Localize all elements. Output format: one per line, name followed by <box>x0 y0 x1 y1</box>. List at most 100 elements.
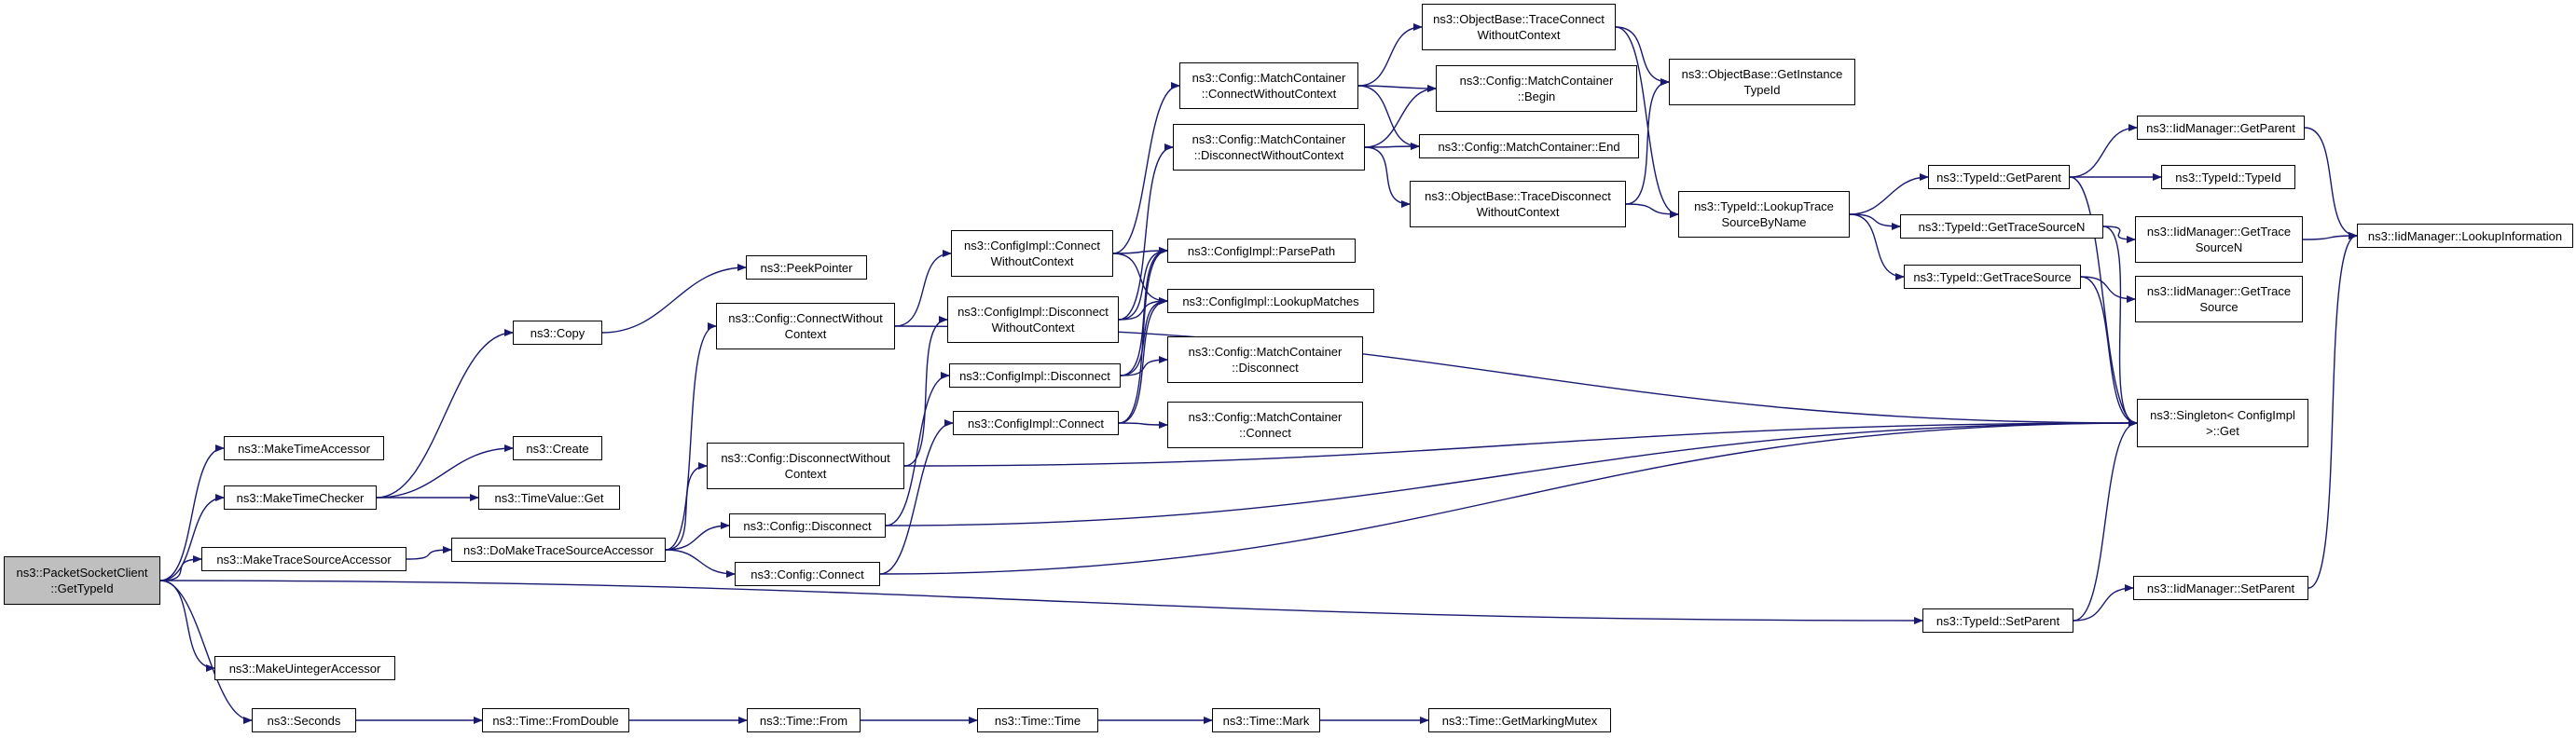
node-imgp[interactable]: ns3::IidManager::GetParent <box>2137 116 2305 140</box>
node-label: ns3::IidManager::GetTrace <box>2146 225 2292 239</box>
node-tgts[interactable]: ns3::TypeId::GetTraceSource <box>1904 265 2081 289</box>
node-ttid[interactable]: ns3::TypeId::TypeId <box>2161 165 2295 189</box>
edge-tgtsn-to-imgtsn <box>2102 226 2136 243</box>
node-label: ns3::TypeId::TypeId <box>2175 170 2281 184</box>
node-label: ns3::ConfigImpl::Connect <box>964 239 1100 253</box>
node-mtsa[interactable]: ns3::MakeTraceSourceAccessor <box>201 547 406 571</box>
node-cidisc[interactable]: ns3::ConfigImpl::Disconnect <box>949 363 1121 388</box>
node-label: WithoutContext <box>1476 205 1560 219</box>
node-mcdisc[interactable]: ns3::Config::MatchContainer::Disconnect <box>1167 336 1363 383</box>
node-dmtsa[interactable]: ns3::DoMakeTraceSourceAccessor <box>451 538 666 562</box>
node-lm[interactable]: ns3::ConfigImpl::LookupMatches <box>1167 289 1374 313</box>
edge-tsp-to-singleton <box>2073 419 2138 622</box>
node-mtc[interactable]: ns3::MakeTimeChecker <box>224 485 377 510</box>
node-imli[interactable]: ns3::IidManager::LookupInformation <box>2357 224 2573 248</box>
node-label: ns3::Config::MatchContainer::End <box>1438 139 1620 154</box>
node-label: WithoutContext <box>1477 28 1561 42</box>
node-singleton[interactable]: ns3::Singleton< ConfigImpl>::Get <box>2137 399 2308 447</box>
node-create[interactable]: ns3::Create <box>513 436 602 460</box>
node-mcend[interactable]: ns3::Config::MatchContainer::End <box>1419 134 1639 158</box>
edge-obtcwc-to-tlts <box>1615 26 1679 218</box>
edge-cidwc-to-lm <box>1118 297 1168 321</box>
edge-tgts-to-singleton <box>2080 276 2138 427</box>
edge-cidisc-to-mcdisc <box>1120 356 1168 376</box>
node-mcconn[interactable]: ns3::Config::MatchContainer::Connect <box>1167 402 1363 448</box>
node-label: ns3::TypeId::GetParent <box>1936 170 2061 184</box>
edge-root-to-mta <box>159 444 225 581</box>
node-label: ns3::Config::DisconnectWithout <box>721 451 890 465</box>
node-label: WithoutContext <box>990 254 1074 268</box>
node-label: ns3::Config::MatchContainer <box>1188 345 1343 359</box>
edge-tlts-to-tgtsn <box>1849 213 1901 230</box>
node-sec[interactable]: ns3::Seconds <box>252 708 356 732</box>
node-label: ns3::TypeId::SetParent <box>1935 613 2060 628</box>
node-label: ::Connect <box>1239 426 1291 440</box>
node-ciconn[interactable]: ns3::ConfigImpl::Connect <box>953 411 1119 435</box>
edge-mccwc-to-mcbegin <box>1357 84 1437 92</box>
node-label: SourceByName <box>1721 215 1807 229</box>
node-label: ns3::Time::From <box>759 713 848 728</box>
edge-mcdwc-to-mcbegin <box>1364 85 1437 148</box>
node-tgtsn[interactable]: ns3::TypeId::GetTraceSourceN <box>1900 214 2103 239</box>
node-label: ns3::IidManager::LookupInformation <box>2367 228 2563 243</box>
node-label: ns3::Config::MatchContainer <box>1192 71 1346 85</box>
node-mcbegin[interactable]: ns3::Config::MatchContainer::Begin <box>1436 65 1637 112</box>
node-label: ns3::Config::MatchContainer <box>1188 410 1343 424</box>
edge-cdisc-to-cidisc <box>885 372 950 526</box>
node-label: ns3::MakeUintegerAccessor <box>228 661 381 676</box>
edge-root-to-sec <box>159 580 253 724</box>
edge-root-to-mtc <box>159 494 225 581</box>
node-label: ns3::Seconds <box>267 713 341 728</box>
node-tfd[interactable]: ns3::Time::FromDouble <box>482 708 629 732</box>
edge-root-to-mua <box>159 580 215 672</box>
edge-tgtsn-to-singleton <box>2102 226 2138 427</box>
node-label: ns3::TimeValue::Get <box>494 490 604 505</box>
node-peek[interactable]: ns3::PeekPointer <box>746 255 867 280</box>
node-label: ns3::IidManager::SetParent <box>2146 581 2295 595</box>
node-tgmm[interactable]: ns3::Time::GetMarkingMutex <box>1428 708 1611 732</box>
node-mua[interactable]: ns3::MakeUintegerAccessor <box>214 656 395 680</box>
node-label: ns3::DoMakeTraceSourceAccessor <box>463 542 654 557</box>
edge-mccwc-to-obtcwc <box>1357 23 1423 87</box>
node-label: ns3::TypeId::GetTraceSourceN <box>1918 219 2086 234</box>
node-tgp[interactable]: ns3::TypeId::GetParent <box>1928 165 2070 189</box>
node-label: ns3::ConfigImpl::Disconnect <box>957 305 1109 319</box>
node-label: ns3::MakeTimeChecker <box>236 490 365 505</box>
node-label: ns3::MakeTraceSourceAccessor <box>216 552 392 567</box>
edge-mccwc-to-mcend <box>1357 85 1420 150</box>
edge-cconn-to-ciconn <box>879 419 954 575</box>
node-label: ns3::Config::MatchContainer <box>1192 132 1346 146</box>
node-tfrom[interactable]: ns3::Time::From <box>747 708 861 732</box>
node-root[interactable]: ns3::PacketSocketClient::GetTypeId <box>4 556 160 605</box>
node-cdisc[interactable]: ns3::Config::Disconnect <box>729 513 886 538</box>
node-ttime[interactable]: ns3::Time::Time <box>977 708 1098 732</box>
node-label: ::DisconnectWithoutContext <box>1193 148 1344 162</box>
node-copy[interactable]: ns3::Copy <box>513 321 602 345</box>
node-tmark[interactable]: ns3::Time::Mark <box>1212 708 1320 732</box>
node-tsp[interactable]: ns3::TypeId::SetParent <box>1922 608 2073 633</box>
node-mta[interactable]: ns3::MakeTimeAccessor <box>224 436 384 460</box>
node-mcdwc[interactable]: ns3::Config::MatchContainer::DisconnectW… <box>1173 124 1365 171</box>
node-label: ns3::IidManager::GetTrace <box>2146 284 2292 298</box>
node-pp[interactable]: ns3::ConfigImpl::ParsePath <box>1167 239 1356 263</box>
node-label: ns3::Time::GetMarkingMutex <box>1441 713 1598 728</box>
node-mccwc[interactable]: ns3::Config::MatchContainer::ConnectWith… <box>1179 62 1358 109</box>
edge-mtc-to-copy <box>376 329 514 499</box>
node-imsp[interactable]: ns3::IidManager::SetParent <box>2133 576 2308 600</box>
node-cconn[interactable]: ns3::Config::Connect <box>735 562 880 586</box>
node-label: ns3::Copy <box>530 325 585 340</box>
edge-tsp-to-imsp <box>2073 584 2134 622</box>
node-tvget[interactable]: ns3::TimeValue::Get <box>478 485 620 510</box>
edge-dmtsa-to-ccwc <box>665 322 717 551</box>
node-label: ns3::MakeTimeAccessor <box>238 441 370 456</box>
